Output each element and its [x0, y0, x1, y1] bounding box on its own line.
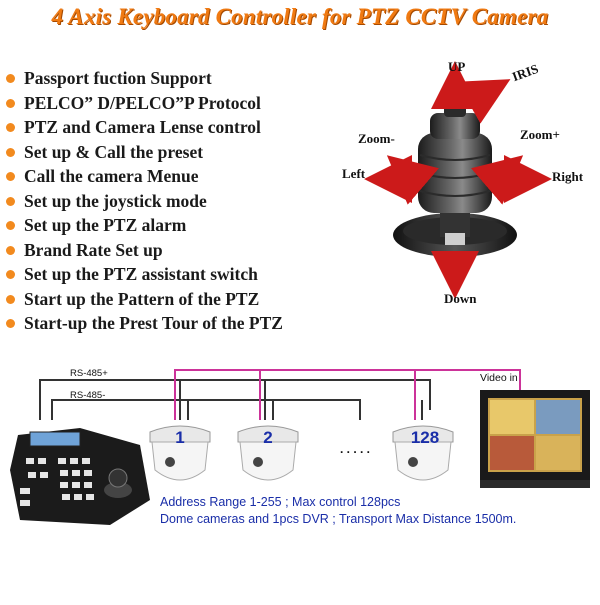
page-title: 4 Axis Keyboard Controller for PTZ CCTV …: [51, 4, 549, 29]
label-up: UP: [448, 59, 466, 74]
keyboard-controller: [10, 428, 150, 525]
feature-list: Passport fuction Support PELCO” D/PELCO”…: [6, 66, 283, 336]
camera-number-128: 128: [410, 428, 440, 447]
dome-camera-2: [237, 425, 299, 481]
feature-item: Set up & Call the preset: [6, 140, 283, 165]
bullet-icon: [6, 172, 15, 181]
bullet-icon: [6, 245, 15, 255]
ellipsis-label: . . . . .: [340, 442, 371, 456]
label-zoom-out: Zoom-: [358, 131, 395, 146]
distance-note: Dome cameras and 1pcs DVR ; Transport Ma…: [160, 512, 517, 526]
arrow-zoom-out-icon: [386, 155, 439, 205]
arrow-zoom-in-icon: [471, 155, 524, 205]
camera-number-2: 2: [263, 428, 273, 447]
bullet-icon: [6, 147, 15, 157]
arrow-iris-icon: [456, 79, 511, 124]
rs485-minus-label: RS-485-: [70, 390, 106, 401]
ptz-camera-illustration: [364, 61, 552, 299]
feature-item: Brand Rate Set up: [6, 238, 283, 263]
camera-body: [418, 133, 492, 213]
wiring-illustration: [10, 369, 590, 525]
dome-camera-128: [392, 425, 454, 481]
dvr-monitor: [480, 390, 590, 488]
bullet-icon: [6, 98, 15, 108]
feature-item: Set up the PTZ assistant switch: [6, 262, 283, 287]
bullet-icon: [6, 196, 15, 206]
wiring-diagram: RS-485+ RS-485- Video in 1 2 128 . . . .…: [0, 350, 600, 600]
feature-item: Call the camera Menue: [6, 164, 283, 189]
controller-lcd: [29, 431, 81, 447]
feature-item: PELCO” D/PELCO”P Protocol: [6, 91, 283, 116]
bullet-icon: [6, 123, 15, 132]
bullet-icon: [6, 74, 15, 83]
feature-item: Start-up the Prest Tour of the PTZ: [6, 311, 283, 336]
feature-item: Set up the PTZ alarm: [6, 213, 283, 238]
joystick-icon: [108, 468, 128, 488]
address-range-note: Address Range 1-255 ; Max control 128pcs: [160, 495, 401, 509]
bullet-icon: [6, 319, 15, 328]
ptz-direction-figure: UP IRIS Zoom- Zoom+ Left Right Down: [340, 55, 600, 315]
feature-item: PTZ and Camera Lense control: [6, 115, 283, 140]
video-wires: [174, 369, 521, 420]
camera-number-1: 1: [175, 428, 185, 447]
label-left: Left: [342, 166, 366, 181]
label-zoom-in: Zoom+: [520, 127, 560, 142]
video-in-label: Video in: [480, 372, 518, 384]
feature-item: Passport fuction Support: [6, 66, 283, 91]
dome-camera-1: [149, 425, 211, 481]
rs485-plus-label: RS-485+: [70, 368, 108, 379]
label-down: Down: [444, 291, 477, 306]
bullet-icon: [6, 294, 15, 304]
feature-item: Set up the joystick mode: [6, 189, 283, 214]
bullet-icon: [6, 270, 15, 279]
bullet-icon: [6, 221, 15, 230]
direction-arrows: [364, 61, 552, 299]
feature-item: Start up the Pattern of the PTZ: [6, 287, 283, 312]
rs485-wires: [39, 379, 431, 420]
label-right: Right: [552, 169, 584, 184]
